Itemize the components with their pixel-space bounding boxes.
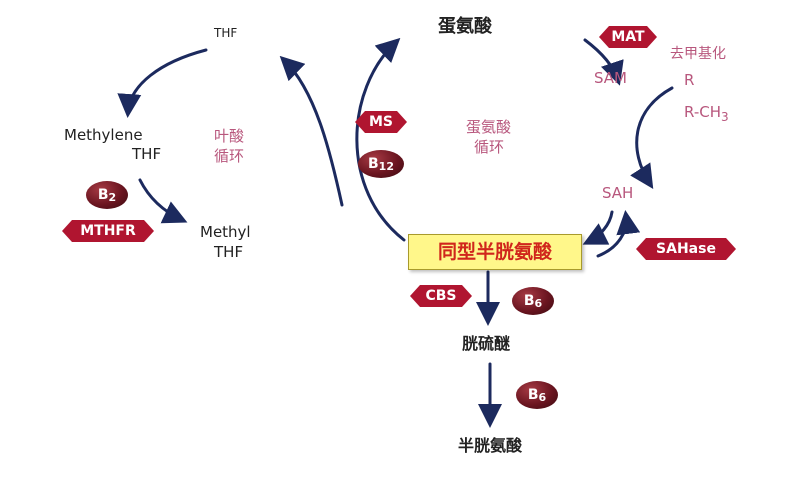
folate-cycle-label-line2: 循环 [214, 147, 245, 165]
b2-cofactor-badge: B2 [86, 181, 128, 209]
mat-enzyme-badge: MAT [599, 26, 657, 48]
methionine-cycle-label-line1: 蛋氨酸 [466, 118, 512, 136]
homocysteine-box: 同型半胱氨酸 [408, 234, 582, 270]
methylene-thf-label-line2: THF [132, 145, 162, 163]
arrow-methyl-thf-to-thf [279, 55, 344, 207]
b12-cofactor-badge: B12 [358, 150, 404, 178]
thf-label: THF [214, 26, 238, 40]
mthfr-enzyme-badge: MTHFR [62, 220, 154, 242]
sah-label: SAH [602, 184, 634, 202]
methyl-thf-label-line1: Methyl [200, 223, 251, 241]
arrow-homocysteine-to-methionine [355, 37, 406, 242]
cystathionine-label: 胱硫醚 [462, 334, 511, 353]
methylene-thf-label-line1: Methylene [64, 126, 143, 144]
b6-cofactor-badge-cystathionase: B6 [516, 381, 558, 409]
methionine-cycle-label-line2: 循环 [474, 138, 505, 156]
r-ch3-label: R-CH3 [684, 103, 729, 124]
sahase-enzyme-badge: SAHase [636, 238, 736, 260]
sam-label: SAM [594, 69, 628, 87]
cysteine-label: 半胱氨酸 [458, 436, 523, 455]
b6-cofactor-badge-cbs: B6 [512, 287, 554, 315]
demethylation-label: 去甲基化 [670, 46, 726, 62]
arrow-homocysteine-to-sah [596, 210, 641, 258]
arrow-thf-to-methylene-thf [117, 48, 208, 118]
cbs-enzyme-badge: CBS [410, 285, 472, 307]
methionine-label: 蛋氨酸 [438, 16, 492, 37]
arrow-sah-to-homocysteine [582, 210, 614, 245]
arrow-methionine-to-sam [583, 38, 624, 86]
ms-enzyme-badge: MS [355, 111, 407, 133]
arrow-methylene-to-methyl-thf [138, 178, 188, 224]
arrow-sam-to-sah [630, 86, 674, 190]
methyl-thf-label-line2: THF [214, 243, 244, 261]
r-label: R [684, 71, 695, 89]
folate-cycle-label-line1: 叶酸 [214, 127, 245, 145]
